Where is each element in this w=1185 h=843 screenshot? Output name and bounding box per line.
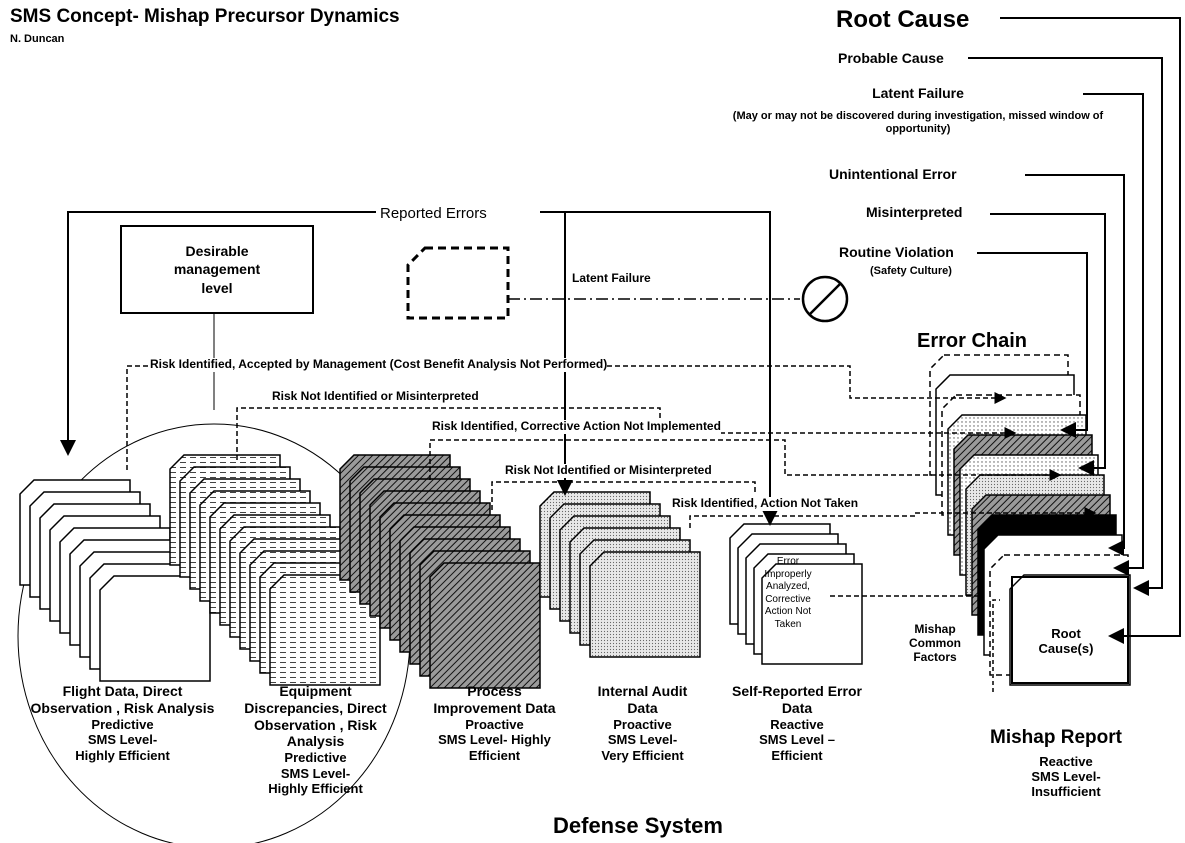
diagram-title: SMS Concept- Mishap Precursor Dynamics [10, 6, 400, 28]
risk-path-label-5: Risk Identified, Action Not Taken [672, 497, 858, 511]
risk-path-label-1: Risk Identified, Accepted by Management … [150, 358, 607, 372]
category-equipment: Equipment Discrepancies, Direct Observat… [228, 683, 403, 797]
category-name: Internal Audit Data [585, 683, 700, 717]
category-flight-data: Flight Data, Direct Observation , Risk A… [20, 683, 225, 763]
defense-system-label: Defense System [553, 813, 723, 838]
risk-path-label-3: Risk Identified, Corrective Action Not I… [432, 420, 721, 434]
category-name: Process Improvement Data [432, 683, 557, 717]
category-self-reported: Self-Reported Error Data Reactive SMS Le… [712, 683, 882, 763]
category-type: Reactive [712, 717, 882, 733]
internal-audit-card [590, 552, 700, 657]
category-level: SMS Level – Efficient [747, 732, 847, 763]
author: N. Duncan [10, 33, 64, 46]
latent-failure-dashed-box [408, 248, 508, 318]
risk-path-line-2 [237, 408, 1015, 460]
category-type: Proactive [580, 717, 705, 733]
latent-failure-path-label: Latent Failure [572, 272, 651, 286]
category-type: Predictive [228, 750, 403, 766]
mishap-report-title: Mishap Report [990, 727, 1122, 749]
category-internal-audit: Internal Audit Data Proactive SMS Level-… [580, 683, 705, 763]
error-chain-title: Error Chain [917, 330, 1027, 353]
category-level: SMS Level- Highly Efficient [266, 766, 366, 797]
category-name: Equipment Discrepancies, Direct Observat… [228, 683, 403, 750]
mishap-report-level: SMS Level- Insufficient [1020, 770, 1112, 800]
mishap-report-type: Reactive [1020, 755, 1112, 770]
root-cause-box-label: Root Cause(s) [1030, 627, 1102, 657]
category-level: SMS Level- Highly Efficient [432, 732, 557, 763]
process-improvement-card [430, 563, 540, 688]
mishap-report-details: Reactive SMS Level- Insufficient [1020, 755, 1112, 800]
hierarchy-latent-failure-note: (May or may not be discovered during inv… [718, 110, 1118, 135]
category-type: Proactive [432, 717, 557, 733]
hierarchy-latent-failure: Latent Failure [718, 85, 1118, 101]
flight-data-card [100, 576, 210, 681]
category-name: Flight Data, Direct Observation , Risk A… [20, 683, 225, 717]
hierarchy-routine-violation-note: (Safety Culture) [870, 265, 952, 278]
category-level: SMS Level- Highly Efficient [73, 732, 173, 763]
risk-path-label-4: Risk Not Identified or Misinterpreted [505, 464, 712, 478]
management-level-box: Desirable management level [120, 225, 314, 314]
hierarchy-probable-cause: Probable Cause [838, 50, 944, 66]
category-type: Predictive [20, 717, 225, 733]
reported-errors-label: Reported Errors [380, 205, 487, 222]
category-process-improvement: Process Improvement Data Proactive SMS L… [432, 683, 557, 763]
hierarchy-routine-violation: Routine Violation [839, 244, 954, 260]
category-level: SMS Level- Very Efficient [593, 732, 693, 763]
root-cause-title: Root Cause [836, 6, 969, 34]
hierarchy-unintentional-error: Unintentional Error [829, 166, 957, 182]
hierarchy-misinterpreted: Misinterpreted [866, 204, 962, 220]
self-report-note: Error Improperly Analyzed, Corrective Ac… [758, 556, 818, 631]
category-name: Self-Reported Error Data [717, 683, 877, 717]
mishap-common-factors: Mishap Common Factors [904, 623, 966, 664]
risk-path-label-2: Risk Not Identified or Misinterpreted [272, 390, 479, 404]
